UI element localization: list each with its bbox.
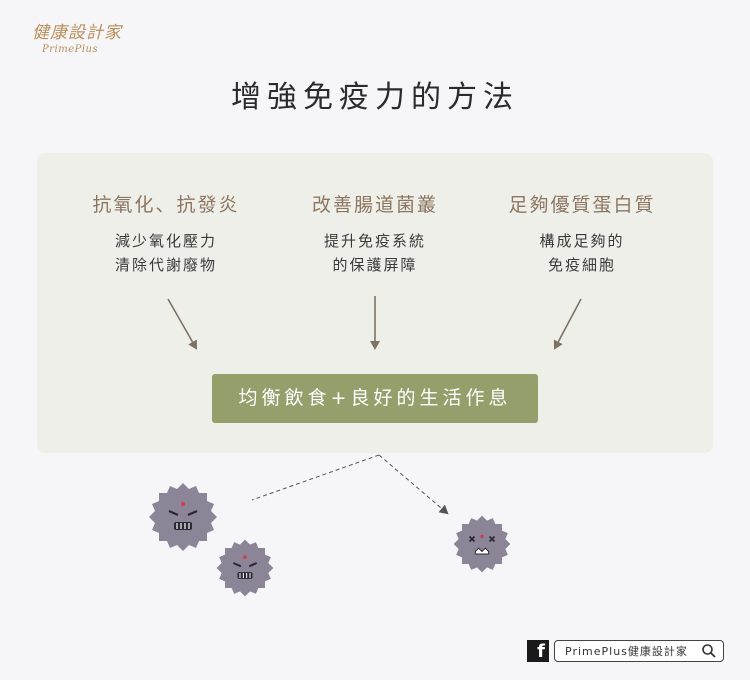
defeated-virus-icon — [453, 515, 511, 573]
brand-logo: 健康設計家 PrimePlus — [26, 14, 136, 64]
angry-virus-small-icon — [216, 539, 274, 597]
method-protein: 足夠優質蛋白質 構成足夠的 免疫細胞 — [482, 190, 682, 277]
method-heading: 改善腸道菌叢 — [311, 194, 438, 216]
search-text: PrimePlus健康設計家 — [565, 645, 688, 658]
method-line: 的保護屏障 — [332, 256, 418, 274]
method-gut-flora: 改善腸道菌叢 提升免疫系統 的保護屏障 — [275, 190, 475, 277]
method-heading: 足夠優質蛋白質 — [508, 194, 656, 216]
method-line: 免疫細胞 — [547, 256, 616, 274]
search-icon[interactable] — [701, 643, 717, 659]
logo-sub-text: PrimePlus — [42, 44, 99, 55]
center-pill: 均衡飲食+良好的生活作息 — [212, 374, 538, 423]
facebook-icon[interactable]: f — [527, 640, 549, 662]
method-line: 減少氧化壓力 — [114, 232, 217, 250]
dashed-arrow-right — [378, 454, 449, 515]
logo-main-text: 健康設計家 — [32, 23, 122, 43]
method-line: 提升免疫系統 — [323, 232, 426, 250]
method-heading: 抗氧化、抗發炎 — [92, 194, 240, 216]
arrow-left — [167, 298, 197, 350]
method-line: 清除代謝廢物 — [114, 256, 217, 274]
page-title: 增強免疫力的方法 — [231, 80, 519, 115]
arrow-right — [553, 298, 582, 350]
method-line: 構成足夠的 — [539, 232, 625, 250]
search-box[interactable]: PrimePlus健康設計家 — [554, 640, 724, 662]
method-antioxidant: 抗氧化、抗發炎 減少氧化壓力 清除代謝廢物 — [66, 190, 266, 277]
angry-virus-icon — [149, 483, 217, 551]
dashed-line-left — [251, 454, 380, 501]
